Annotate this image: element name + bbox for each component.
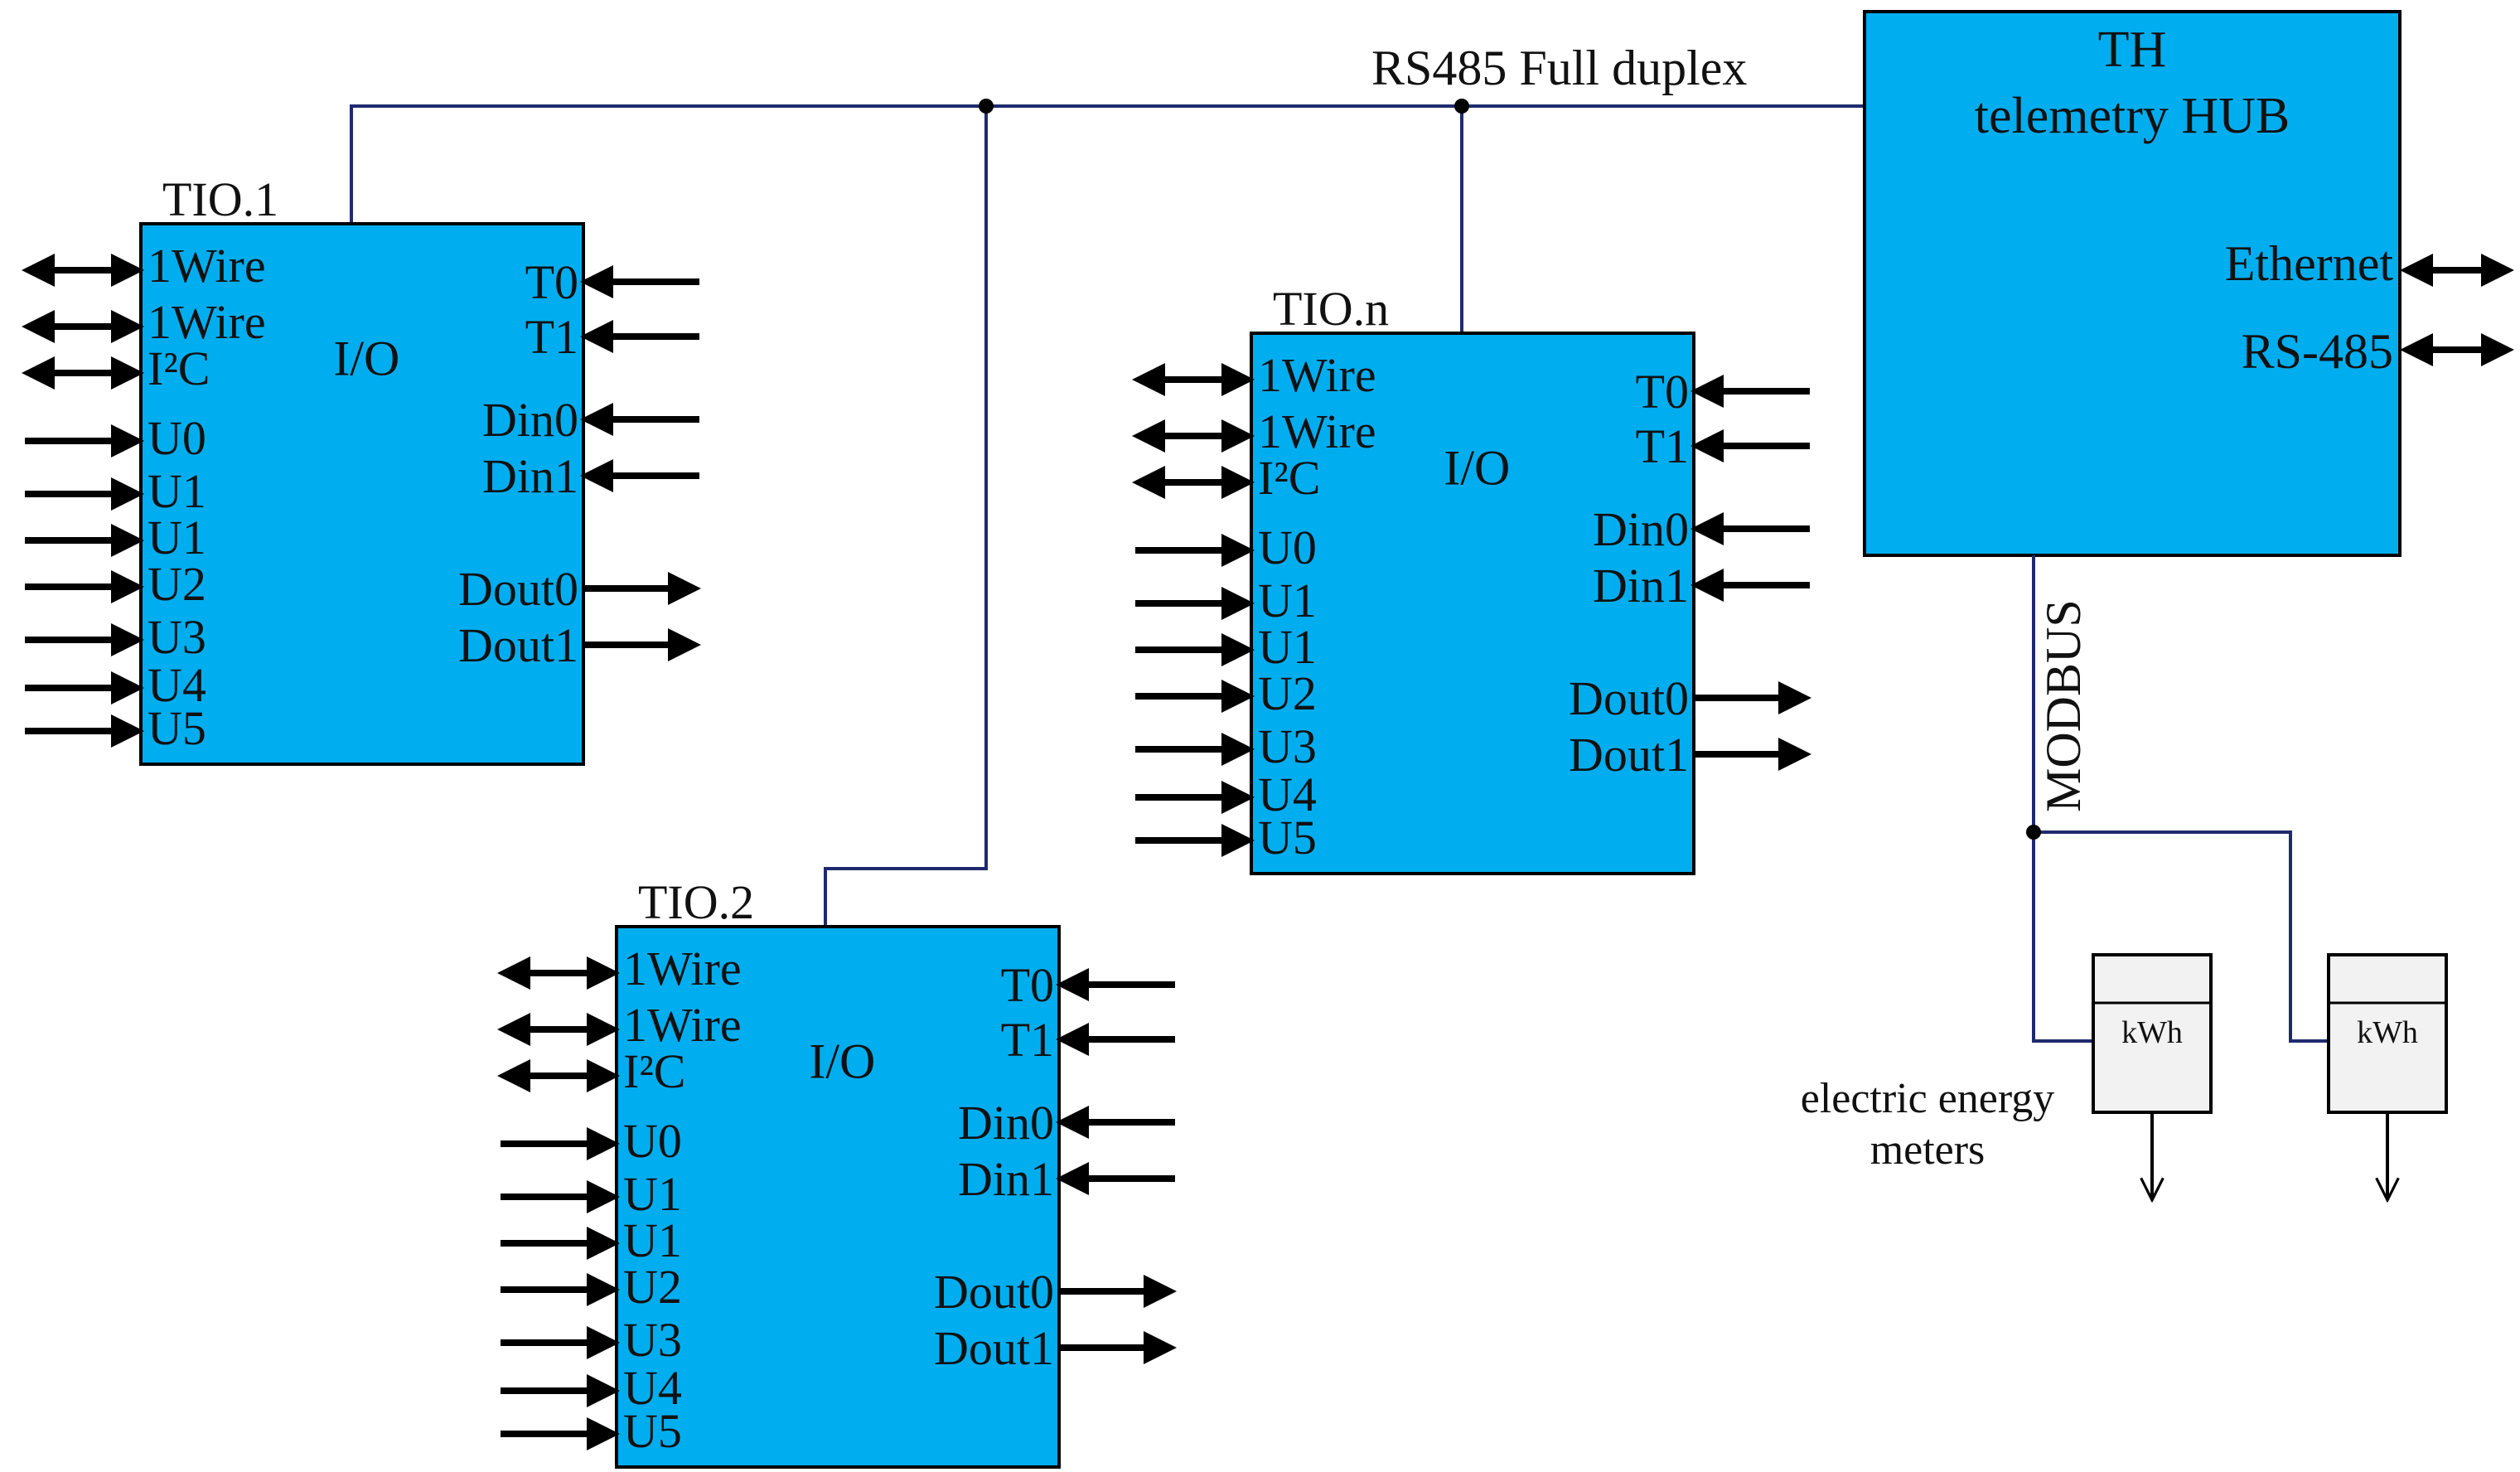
signal-label: Din1 — [1593, 559, 1689, 613]
meter-unit: kWh — [2121, 1015, 2183, 1050]
signal-label: U2 — [148, 557, 206, 611]
module-center-label: I/O — [333, 332, 399, 386]
signal-label: U4 — [148, 658, 206, 712]
signal-label: U5 — [623, 1404, 682, 1458]
modbus-line-meter2 — [2034, 830, 2329, 1043]
signal-label: 1Wire — [623, 942, 742, 995]
signal-label: Din0 — [482, 393, 578, 447]
hub-block — [1863, 10, 2401, 557]
signal-label: T1 — [1001, 1013, 1054, 1067]
signal-label: Dout0 — [1569, 671, 1689, 725]
signal-label: 1Wire — [623, 998, 742, 1052]
modbus-label: MODBUS — [2036, 599, 2091, 812]
signal-label: T0 — [525, 255, 578, 309]
meter-unit: kWh — [2357, 1015, 2418, 1050]
signal-label: 1Wire — [1258, 404, 1376, 458]
meter-body — [2327, 953, 2448, 1114]
signal-label: U3 — [623, 1313, 682, 1367]
signal-label: U4 — [623, 1361, 682, 1415]
meters-caption: meters — [1870, 1126, 1986, 1174]
signal-label: Din1 — [958, 1152, 1054, 1206]
bus-line — [350, 104, 1865, 224]
bus-label: RS485 Full duplex — [1371, 41, 1747, 95]
signal-label: 1Wire — [1258, 348, 1376, 402]
signal-label: U1 — [148, 464, 206, 518]
hub-port-ethernet: Ethernet — [2225, 236, 2394, 291]
signal-label: U0 — [148, 411, 206, 465]
module-block — [615, 925, 1061, 1469]
signal-label: Din0 — [1593, 502, 1689, 556]
module-title: TIO.1 — [162, 172, 278, 226]
modbus-line-meter1 — [2032, 555, 2093, 1043]
tio-modules: TIO.1I/O1Wire1WireI²CU0U1U1U2U3U4U5T0T1D… — [22, 172, 1811, 1469]
signal-label: T1 — [525, 310, 578, 364]
bus-junction — [979, 99, 994, 114]
modbus-junction — [2026, 825, 2041, 840]
module-block — [1250, 332, 1695, 875]
signal-label: U3 — [148, 610, 206, 664]
energy-meter: kWh — [2092, 953, 2213, 1200]
signal-label: U1 — [623, 1167, 682, 1221]
hub-port-rs485: RS-485 — [2242, 324, 2393, 379]
signal-label: I²C — [1258, 451, 1320, 505]
bus-drop-tio2 — [824, 106, 988, 927]
tio-module: TIO.2I/O1Wire1WireI²CU0U1U1U2U3U4U5T0T1D… — [497, 875, 1177, 1469]
module-title: TIO.2 — [638, 875, 754, 929]
signal-label: U4 — [1258, 767, 1317, 821]
energy-meter: kWh — [2327, 953, 2448, 1200]
signal-label: Dout1 — [458, 618, 578, 672]
signal-label: Din1 — [482, 449, 578, 503]
modbus-bus: MODBUS — [2026, 555, 2329, 1043]
signal-label: U5 — [148, 701, 206, 755]
tio-module: TIO.1I/O1Wire1WireI²CU0U1U1U2U3U4U5T0T1D… — [22, 172, 701, 766]
signal-label: Dout1 — [934, 1321, 1054, 1375]
signal-label: T0 — [1001, 958, 1054, 1012]
meter-body — [2092, 953, 2213, 1114]
signal-label: U1 — [623, 1213, 682, 1267]
signal-label: Dout0 — [458, 562, 578, 616]
hub-subtitle: telemetry HUB — [1975, 88, 2290, 144]
module-block — [139, 222, 585, 766]
signal-label: U0 — [1258, 521, 1317, 574]
module-center-label: I/O — [809, 1034, 875, 1089]
signal-label: T1 — [1636, 419, 1689, 473]
signal-label: T0 — [1636, 365, 1689, 419]
signal-label: 1Wire — [148, 239, 266, 293]
tio-module: TIO.nI/O1Wire1WireI²CU0U1U1U2U3U4U5T0T1D… — [1132, 282, 1811, 875]
signal-label: 1Wire — [148, 295, 266, 349]
signal-label: I²C — [623, 1044, 685, 1098]
signal-label: I²C — [148, 341, 210, 395]
energy-meters: kWh kWh electric energy meters — [1801, 953, 2448, 1200]
signal-label: U1 — [148, 511, 206, 564]
signal-label: U0 — [623, 1114, 682, 1168]
meters-caption: electric energy — [1801, 1075, 2055, 1122]
module-title: TIO.n — [1273, 282, 1389, 336]
rs485-bus: RS485 Full duplex — [350, 41, 1865, 927]
signal-label: Dout0 — [934, 1265, 1054, 1319]
signal-label: U2 — [1258, 666, 1317, 720]
telemetry-hub: TH telemetry HUB Ethernet RS-485 — [1863, 10, 2514, 557]
module-center-label: I/O — [1444, 441, 1510, 496]
hub-title: TH — [2098, 22, 2167, 78]
signal-label: U2 — [623, 1260, 682, 1314]
signal-label: Dout1 — [1569, 728, 1689, 782]
signal-label: U3 — [1258, 719, 1317, 773]
signal-label: U5 — [1258, 811, 1317, 864]
signal-label: U1 — [1258, 574, 1317, 627]
bus-junction — [1454, 99, 1469, 114]
signal-label: U1 — [1258, 620, 1317, 674]
signal-label: Din0 — [958, 1096, 1054, 1150]
